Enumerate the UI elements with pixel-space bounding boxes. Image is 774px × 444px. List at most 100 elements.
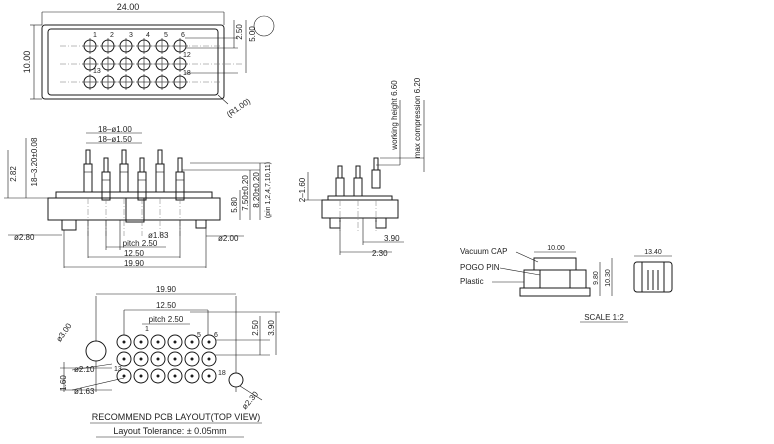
scale-base (519, 287, 591, 297)
pcb-pin-center (156, 340, 160, 344)
pcb-big-hole-left (85, 340, 107, 362)
pcb-pin-hole-label: ø1.63 (74, 387, 95, 396)
pcb-pin-center (190, 340, 194, 344)
pcb-pin-number: 18 (218, 370, 226, 377)
pcb-pin-center (156, 357, 160, 361)
corner-detail-circle (253, 15, 275, 37)
top-right-dim-b: 5.00 (248, 26, 257, 42)
top-pin-number: 1 (93, 32, 97, 39)
front-right-boss (195, 219, 207, 229)
front-span-a: 12.50 (124, 249, 145, 258)
pcb-pin-number: 6 (214, 332, 218, 339)
pcb-pin-center (173, 374, 177, 378)
scale-side-body (633, 261, 673, 293)
pcb-pin-center (190, 374, 194, 378)
front-center-dia: ø1.83 (148, 231, 169, 240)
label-pogo-pin: POGO PIN (460, 263, 500, 272)
top-view-inner-outline (47, 28, 219, 96)
pcb-pin-center (190, 357, 194, 361)
side-left-dim: 2–1.60 (298, 177, 307, 202)
pcb-pin-center (122, 357, 126, 361)
pcb-left-offset: 1.60 (59, 375, 68, 391)
front-height-a: 5.80 (230, 197, 239, 213)
side-right-boss (375, 217, 387, 229)
top-pin-number: 6 (181, 32, 185, 39)
front-pins (83, 149, 185, 236)
scale-body (523, 269, 587, 289)
side-base (321, 199, 399, 219)
pcb-pin-center (156, 374, 160, 378)
top-pin-number: 18 (183, 70, 191, 77)
side-pin-barrel (371, 169, 381, 189)
pcb-pin-number: 5 (197, 332, 201, 339)
top-pin-number: 4 (146, 32, 150, 39)
front-pin-barrel (83, 163, 93, 193)
side-dim-b: 2.30 (372, 249, 388, 258)
top-pin-number: 2 (110, 32, 114, 39)
scale-height-b: 10.30 (605, 269, 612, 287)
pcb-right-b: 3.90 (267, 320, 276, 336)
top-pin-grid (60, 38, 242, 90)
pcb-layout: 19.90 12.50 pitch 2.50 2.50 3.90 ø3.00 ø… (54, 285, 280, 438)
pcb-pin-center (207, 357, 211, 361)
side-pin-plunger (355, 165, 361, 179)
scale-label: SCALE 1:2 (584, 313, 624, 322)
pcb-small-hole-label: ø2.10 (74, 365, 95, 374)
front-pitch: pitch 2.50 (123, 239, 158, 248)
front-left-offset: 2.82 (9, 166, 18, 182)
side-max-compression: max compression 6.20 (413, 77, 422, 158)
pcb-title: RECOMMEND PCB LAYOUT(TOP VIEW) (92, 412, 261, 422)
pcb-big-hole-left-label: ø3.00 (54, 321, 73, 343)
front-base (47, 197, 221, 221)
pcb-big-hole-right (228, 372, 244, 388)
front-pin-plunger (121, 149, 127, 165)
top-pin-number: 3 (129, 32, 133, 39)
label-plastic: Plastic (460, 277, 484, 286)
top-pin-number: 5 (164, 32, 168, 39)
vacuum-cap (533, 257, 577, 271)
pcb-pin-center (122, 374, 126, 378)
front-pin-plunger (139, 157, 145, 173)
pcb-pin-number: 13 (114, 366, 122, 373)
front-height-c: 8.20±0.20 (252, 172, 261, 208)
front-span-b: 19.90 (124, 259, 145, 268)
side-pin-barrel (335, 177, 345, 197)
pcb-pin-center (139, 340, 143, 344)
front-left-boss (61, 219, 77, 231)
pcb-pitch: pitch 2.50 (149, 315, 184, 324)
side-left-boss (329, 217, 341, 229)
side-pins (335, 157, 381, 232)
front-pin-plunger (103, 157, 109, 173)
front-pin-barrel (155, 163, 165, 193)
side-base-top (327, 195, 393, 201)
front-base-top (55, 191, 213, 199)
top-pin-number: 13 (93, 68, 101, 75)
pcb-right-a: 2.50 (251, 320, 260, 336)
top-view-outline (41, 24, 225, 100)
pcb-pin-grid (116, 334, 217, 384)
scale-height-a: 9.80 (593, 271, 600, 285)
pcb-pin-center (139, 374, 143, 378)
front-pin-dia-large: 18–ø1.50 (98, 135, 132, 144)
pcb-span: 12.50 (156, 301, 177, 310)
pcb-big-hole-right-label: ø2.30 (240, 389, 260, 411)
pcb-pin-center (207, 340, 211, 344)
pcb-width: 19.90 (156, 285, 177, 294)
front-pin-dia-small: 18–ø1.00 (98, 125, 132, 134)
front-pin-barrel (137, 171, 147, 201)
front-view: 18–ø1.00 18–ø1.50 18–3.20±0.08 2.82 5.80… (4, 125, 272, 268)
side-working-height: working height 6.60 (390, 80, 399, 151)
front-pin-plunger (157, 149, 163, 165)
top-right-dim-a: 2.50 (235, 24, 244, 40)
side-pin-plunger (373, 157, 379, 171)
pcb-pin-center (207, 374, 211, 378)
top-width-dim: 24.00 (117, 2, 140, 12)
front-right-dia: ø2.00 (218, 234, 239, 243)
front-pin-barrel (101, 171, 111, 201)
front-left-height: 18–3.20±0.08 (30, 137, 39, 186)
side-pin-plunger (337, 165, 343, 179)
side-view: working height 6.60 max compression 6.20… (298, 77, 425, 258)
pcb-pin-center (139, 357, 143, 361)
top-height-dim: 10.00 (22, 51, 32, 74)
